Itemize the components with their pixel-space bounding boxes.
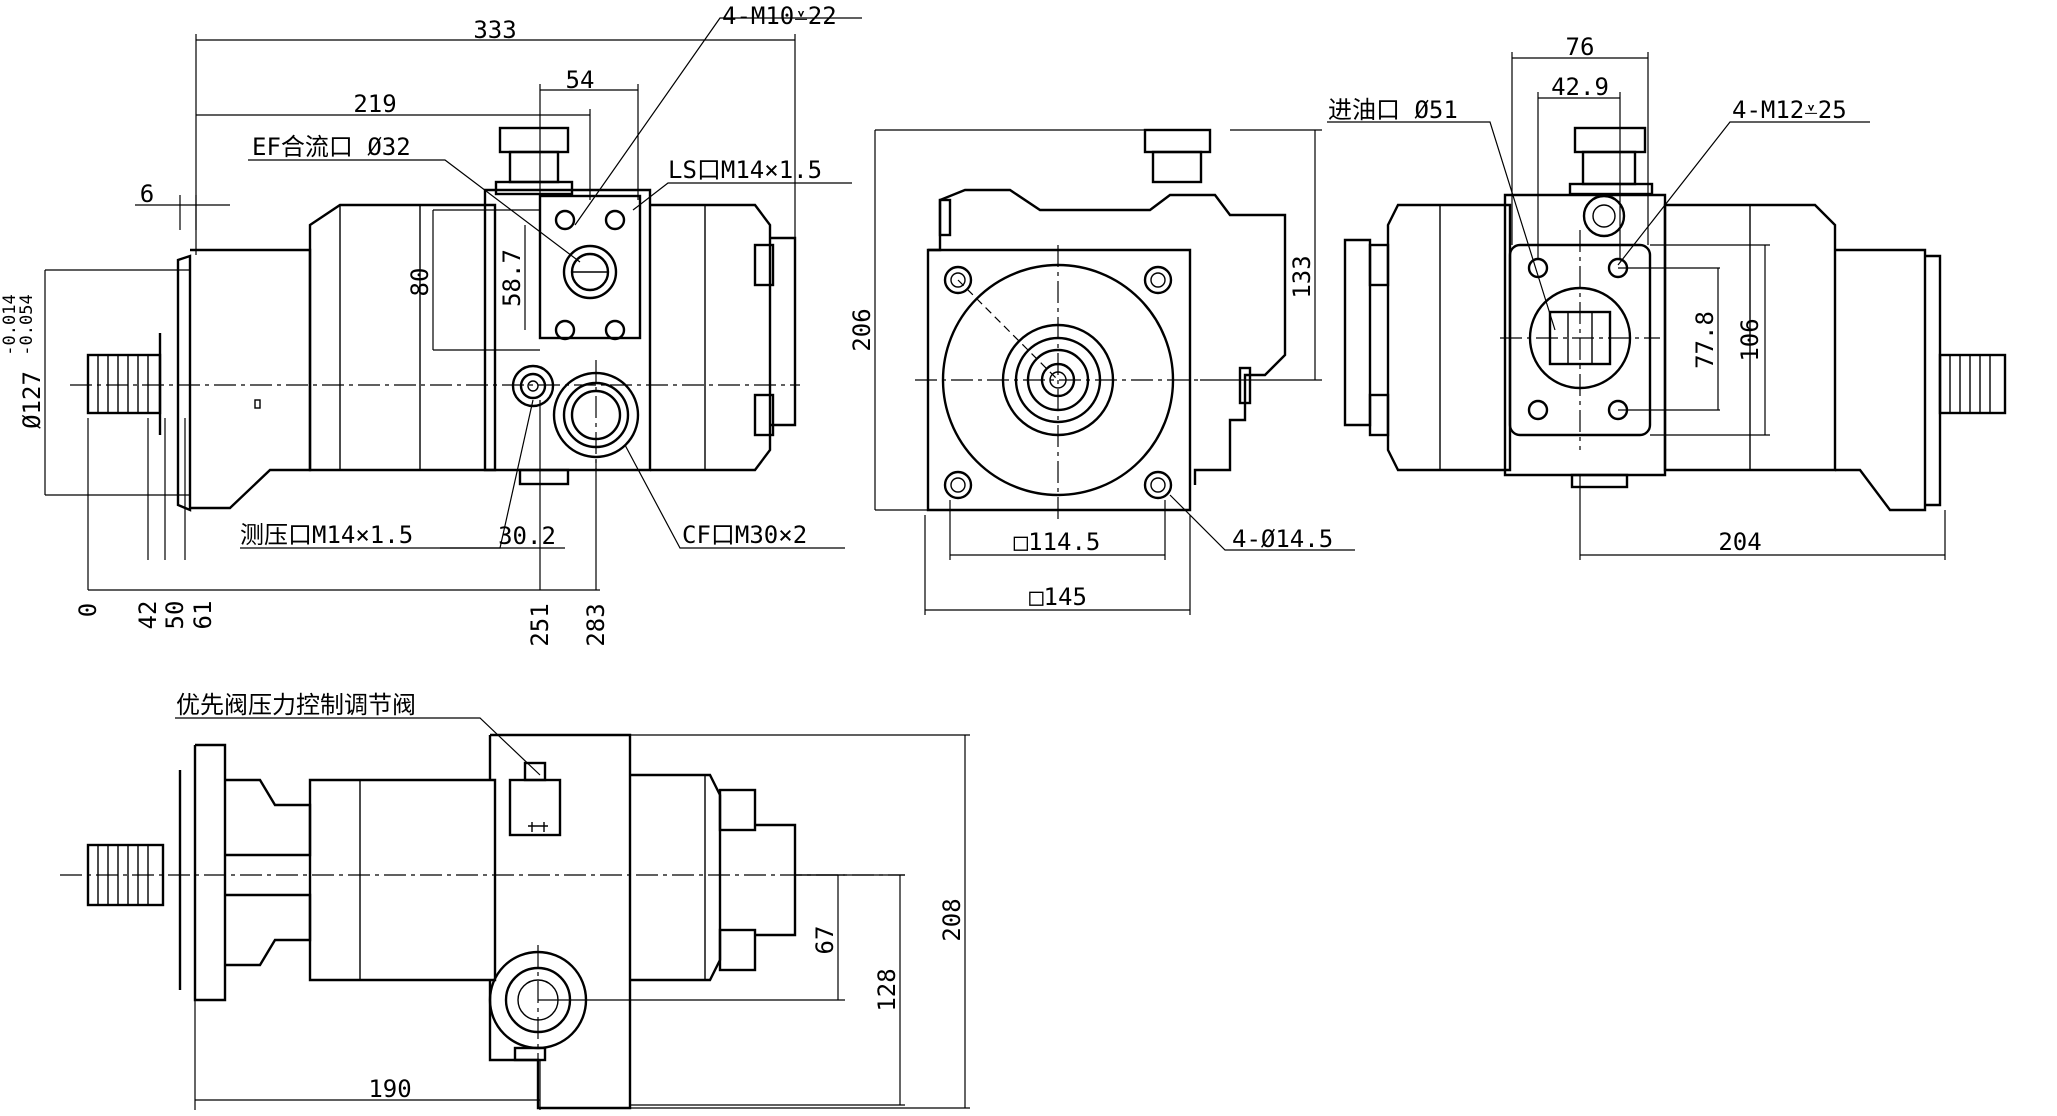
rear-elevation-view: 76 42.9 77.8 106 204 进油口 Ø51 4-M12⩡25 xyxy=(1327,33,2007,560)
ordinate-0: 0 xyxy=(74,603,102,617)
callout-ls-port: LS口M14×1.5 xyxy=(668,156,822,184)
front-view-dimensions xyxy=(44,17,862,591)
callout-priority-valve: 优先阀压力控制调节阀 xyxy=(176,691,416,719)
top-plug xyxy=(494,126,574,196)
tolerance-upper: -0.014 xyxy=(0,294,20,355)
dim-190: 190 xyxy=(368,1075,411,1103)
priority-valve-adjuster xyxy=(508,778,562,837)
mount-flange xyxy=(158,254,192,512)
ordinate-61: 61 xyxy=(189,601,217,630)
dim-phi127: Ø127 xyxy=(18,371,46,429)
end-view-dimensions xyxy=(874,129,1355,615)
flange-body xyxy=(190,248,312,510)
plan-view-dimensions xyxy=(175,717,970,1110)
dim-77-8: 77.8 xyxy=(1691,311,1719,369)
tolerance-lower: -0.054 xyxy=(17,294,37,355)
ordinate-251: 251 xyxy=(526,603,554,646)
dim-80: 80 xyxy=(406,268,434,297)
test-port xyxy=(511,364,555,408)
rear-housing-right xyxy=(1386,203,1512,472)
dim-54: 54 xyxy=(566,66,595,94)
dim-76: 76 xyxy=(1566,33,1595,61)
plan-flange xyxy=(193,743,227,1002)
callout-inlet-port: 进油口 Ø51 xyxy=(1328,96,1458,124)
dim-42-9: 42.9 xyxy=(1551,73,1609,101)
spline-shaft xyxy=(86,353,162,415)
dim-128: 128 xyxy=(873,968,901,1011)
rear-housing xyxy=(650,203,772,472)
plan-main-housing xyxy=(308,778,497,982)
rear-view-dimensions xyxy=(1327,52,1946,560)
ordinate-42: 42 xyxy=(134,601,162,630)
square-flange xyxy=(926,248,1192,512)
dim-333: 333 xyxy=(473,16,516,44)
dim-133: 133 xyxy=(1288,255,1316,298)
main-housing xyxy=(308,203,497,472)
dim-219: 219 xyxy=(353,90,396,118)
dim-6: 6 xyxy=(140,180,154,208)
dim-67: 67 xyxy=(811,926,839,955)
dim-sq-114-5: □114.5 xyxy=(1014,528,1101,556)
rear-spline-shaft xyxy=(1938,353,2007,415)
dim-204: 204 xyxy=(1718,528,1761,556)
plan-view: 190 67 128 208 优先阀压力控制调节阀 xyxy=(60,691,970,1110)
rear-end-cap xyxy=(1343,238,1372,427)
end-cap xyxy=(770,236,797,427)
ordinate-50: 50 xyxy=(161,601,189,630)
housing-seams xyxy=(339,205,421,470)
ef-port-flange xyxy=(538,194,642,341)
plan-rear-housing xyxy=(630,773,722,982)
callout-mounting-holes: 4-Ø14.5 xyxy=(1232,525,1333,553)
dim-58-7: 58.7 xyxy=(498,249,526,307)
callout-m12-thread: 4-M12⩡25 xyxy=(1732,96,1847,124)
rear-main-housing xyxy=(1663,203,1837,472)
callout-test-port: 测压口M14×1.5 xyxy=(240,521,413,549)
callout-cf-port: CF口M30×2 xyxy=(682,521,807,549)
rear-flange-body xyxy=(1835,248,1927,512)
dim-106: 106 xyxy=(1736,318,1764,361)
ordinate-283: 283 xyxy=(582,603,610,646)
dim-206: 206 xyxy=(848,308,876,351)
end-body-outline xyxy=(928,188,1287,485)
dim-208: 208 xyxy=(938,898,966,941)
dim-30-2: 30.2 xyxy=(498,522,556,550)
end-view: 206 133 □114.5 □145 4-Ø14.5 xyxy=(848,128,1355,615)
front-elevation-view: 333 219 54 6 80 58.7 30.2 Ø127 -0.014 -0… xyxy=(0,2,862,647)
dim-sq-145: □145 xyxy=(1029,583,1087,611)
callout-m10-thread: 4-M10⩡22 xyxy=(722,2,837,30)
callout-ef-port: EF合流口 Ø32 xyxy=(252,133,411,161)
